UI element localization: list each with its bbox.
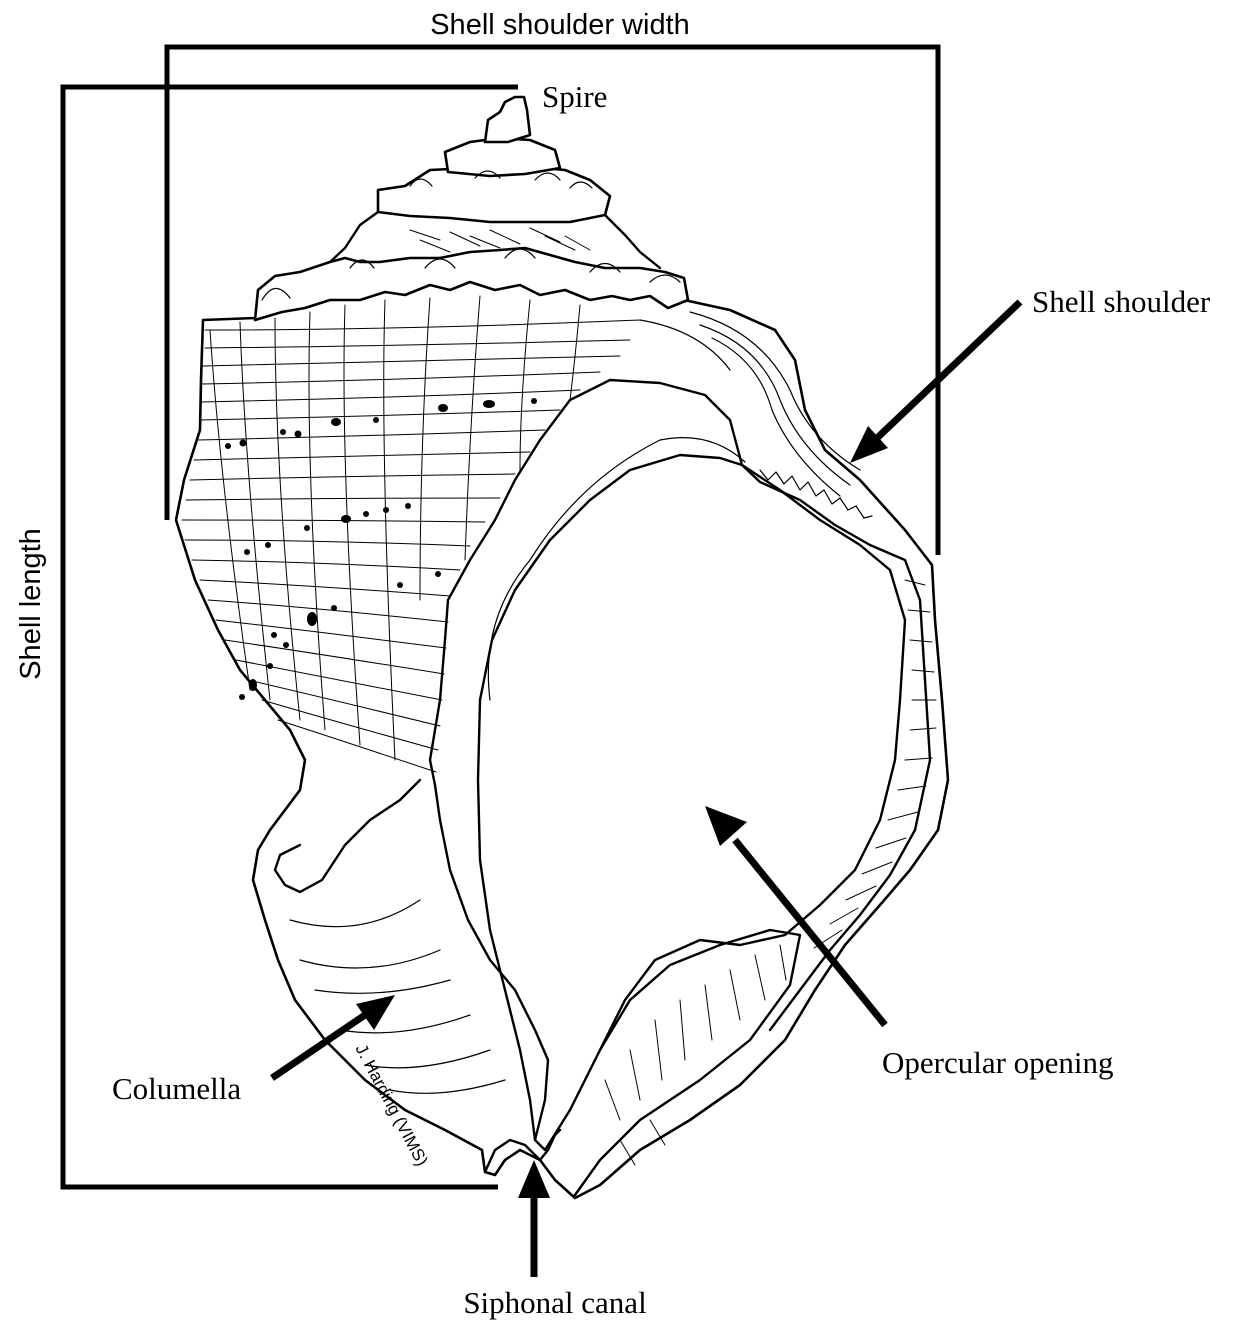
body-whorl-outline [176,258,948,1198]
shell-shoulder-label: Shell shoulder [1032,284,1211,319]
opercular-opening-label: Opercular opening [882,1045,1114,1080]
siphonal-canal-arrow [518,1160,550,1277]
shoulder-width-label: Shell shoulder width [430,9,690,41]
siphonal-canal-label: Siphonal canal [463,1285,646,1320]
spire-apex [485,97,530,142]
spire-base-line [330,212,378,262]
spire-tier-3 [445,138,560,176]
spire-grooves [410,228,590,252]
spire-base-line-right [605,215,660,268]
shell-length-label: Shell length [15,528,47,680]
shell-shoulder-arrow [850,302,1020,463]
spire-label: Spire [542,79,607,114]
columella-label: Columella [112,1071,241,1106]
shell-illustration [176,97,948,1198]
